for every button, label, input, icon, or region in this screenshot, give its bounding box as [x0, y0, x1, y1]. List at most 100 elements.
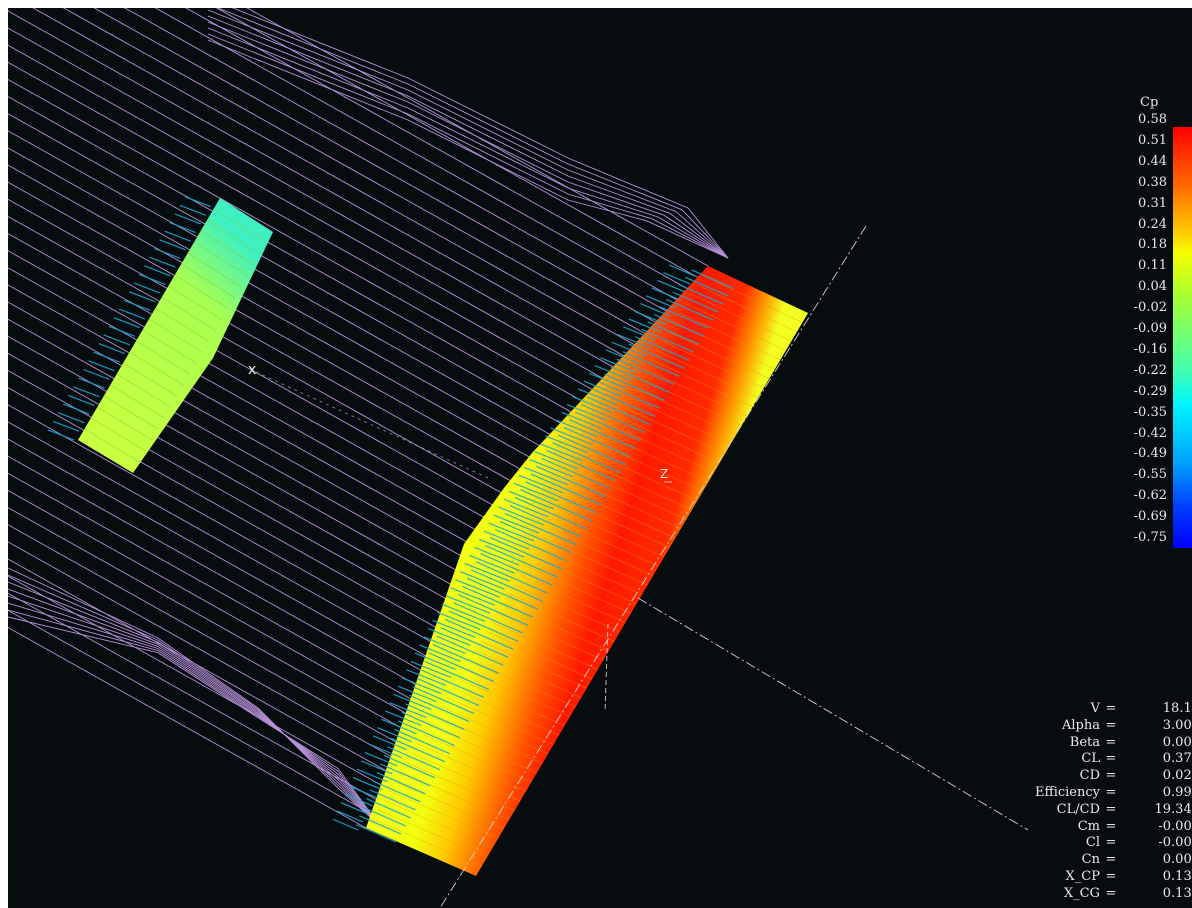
- result-equals: =: [1105, 885, 1117, 901]
- force-vector: [524, 466, 569, 486]
- streamline: [207, 39, 729, 259]
- force-vector: [184, 196, 212, 208]
- force-vector: [519, 489, 592, 522]
- force-vector: [610, 366, 670, 393]
- result-row: V=18.13m/: [990, 701, 1192, 718]
- force-vector: [455, 579, 500, 598]
- force-vector: [598, 381, 661, 410]
- force-vector: [552, 442, 621, 474]
- force-vector: [93, 351, 120, 363]
- legend-tick: -0.69: [1133, 509, 1167, 525]
- force-vector: [432, 644, 499, 674]
- result-value: -0.000: [1158, 818, 1192, 834]
- result-name: V: [1090, 701, 1100, 716]
- tail-panel-line: [161, 296, 216, 331]
- force-vector: [485, 545, 558, 578]
- legend-tick: -0.16: [1133, 341, 1167, 357]
- force-vector: [144, 265, 171, 277]
- force-vector: [47, 429, 75, 441]
- force-vector: [412, 686, 475, 715]
- legend-tick: -0.02: [1133, 300, 1167, 316]
- force-vector: [499, 520, 573, 554]
- streamline: [8, 567, 381, 827]
- force-vector: [424, 660, 490, 691]
- legend-tick: 0.51: [1138, 132, 1167, 148]
- force-vector: [561, 411, 603, 430]
- force-vector: [489, 536, 563, 570]
- force-vector: [622, 351, 680, 377]
- force-vector: [572, 396, 613, 414]
- z-axis-marker: Z: [660, 467, 672, 483]
- wing-panel-line: [451, 687, 560, 736]
- wing-panel-line: [485, 631, 593, 680]
- streamline: [154, 8, 685, 305]
- streamline: [246, 8, 709, 267]
- wing-panel-line: [650, 359, 753, 408]
- force-vector: [409, 694, 470, 723]
- result-equals: =: [1105, 751, 1117, 767]
- result-value: 3.000: [1162, 717, 1192, 733]
- force-vector: [405, 703, 465, 731]
- result-value: 0.000: [1162, 852, 1192, 868]
- wing-panel-line: [531, 556, 637, 605]
- streamline: [8, 387, 476, 650]
- force-vector: [436, 635, 504, 666]
- wing-panel-line: [400, 771, 510, 820]
- result-row: Cl=-0.000: [990, 835, 1192, 852]
- force-vector: [449, 610, 519, 642]
- result-value: 0.135: [1162, 885, 1192, 901]
- streamline: [207, 21, 729, 259]
- force-vector: [464, 562, 510, 582]
- force-vector: [666, 298, 714, 321]
- result-equals: =: [1105, 801, 1117, 817]
- wing-panel-line: [519, 574, 626, 623]
- result-value: 0.131: [1162, 868, 1192, 884]
- result-equals: =: [1105, 734, 1117, 750]
- force-vector: [444, 618, 514, 650]
- streamline: [8, 592, 382, 803]
- result-value: 0.000: [1162, 734, 1192, 750]
- force-vector: [616, 358, 675, 385]
- force-vector: [657, 279, 686, 293]
- streamline: [8, 581, 381, 827]
- legend-tick: 0.38: [1138, 174, 1167, 190]
- streamline: [8, 10, 647, 369]
- force-vector: [123, 299, 151, 311]
- force-vector: [355, 823, 397, 843]
- force-vector: [73, 386, 100, 398]
- tail-surface[interactable]: [78, 198, 273, 473]
- wing-panel-line: [422, 734, 532, 783]
- streamline: [8, 96, 608, 433]
- axis-z-label: Z: [660, 467, 668, 481]
- wing-panel-line: [622, 406, 726, 455]
- tail-panel-line: [90, 417, 146, 452]
- streamline: [216, 8, 729, 259]
- force-vector: [672, 291, 719, 313]
- wing-panel-line: [576, 481, 681, 530]
- legend-tick: -0.42: [1133, 425, 1167, 441]
- tail-panel-line: [181, 263, 236, 299]
- streamline: [32, 8, 654, 356]
- force-vector: [640, 303, 671, 317]
- legend-tick: -0.09: [1133, 321, 1167, 336]
- force-vector: [373, 780, 421, 803]
- main-wing-surface[interactable]: [366, 266, 810, 876]
- force-vector: [604, 373, 665, 401]
- streamline: [8, 164, 577, 484]
- streamline: [207, 15, 729, 259]
- result-name: Alpha: [1062, 717, 1100, 733]
- result-row: Cm=-0.000: [990, 819, 1192, 836]
- legend-title: Cp: [1140, 95, 1159, 110]
- legend-tick: -0.62: [1133, 488, 1167, 504]
- legend-tick: 0.11: [1138, 258, 1167, 274]
- legend-tick: -0.75: [1133, 530, 1167, 545]
- force-vector: [550, 427, 593, 446]
- result-row: CL/CD=19.341: [990, 802, 1192, 819]
- force-vector: [611, 341, 647, 357]
- tail-panel-line: [206, 219, 261, 255]
- scene-canvas[interactable]: Z x: [8, 8, 1192, 908]
- tail-panel-line: [174, 274, 229, 309]
- force-vector: [427, 628, 471, 646]
- force-vector: [372, 735, 408, 751]
